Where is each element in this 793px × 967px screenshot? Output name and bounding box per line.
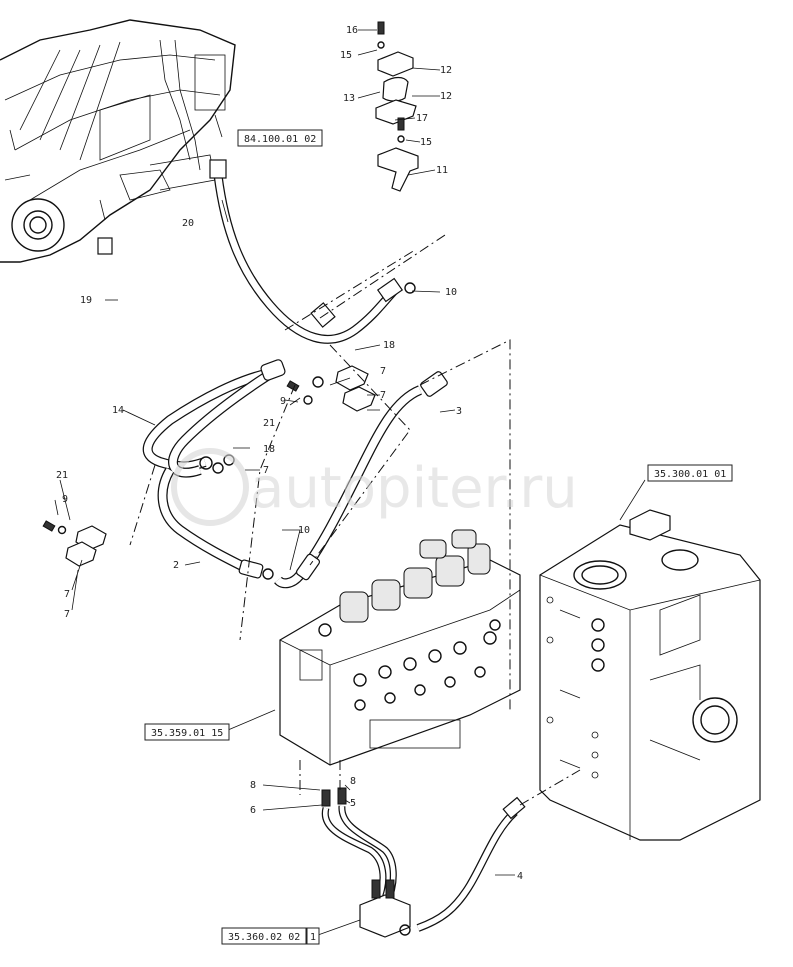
callout-12: 12 (440, 91, 452, 102)
callout-19: 19 (80, 295, 92, 306)
hose-3 (274, 371, 448, 589)
callout-10: 10 (298, 525, 310, 536)
hose-valve-lower (359, 879, 411, 938)
callout-7: 7 (263, 465, 269, 476)
callout-16: 16 (346, 25, 358, 36)
callout-14: 14 (112, 405, 124, 416)
callout-18: 18 (263, 444, 275, 455)
watermark-text: autopiter.ru (250, 456, 578, 521)
callout-11: 11 (436, 165, 448, 176)
callout-4: 4 (517, 871, 523, 882)
ref-label-35-360-suffix: 1 (310, 932, 316, 943)
callout-9: 9 (62, 494, 68, 505)
callout-20: 20 (182, 218, 194, 229)
callout-7: 7 (64, 609, 70, 620)
control-valve (279, 529, 521, 766)
hose-19 (97, 237, 336, 393)
bracket-parts (375, 21, 419, 192)
callout-9: 9 (280, 396, 286, 407)
callout-12: 12 (440, 65, 452, 76)
hose-2 (157, 467, 274, 580)
callout-21: 21 (56, 470, 68, 481)
hose-4 (416, 796, 526, 932)
callout-10: 10 (445, 287, 457, 298)
ref-box-35-359[interactable]: 35.359.01 15 (144, 723, 230, 741)
callout-3: 3 (456, 406, 462, 417)
valve-ports (299, 619, 501, 749)
watermark: autopiter.ru (171, 448, 578, 526)
callout-7: 7 (64, 589, 70, 600)
callout-7: 7 (380, 366, 386, 377)
callout-15: 15 (420, 137, 432, 148)
hose-5-6 (321, 787, 397, 897)
center-lines (129, 234, 581, 806)
ref-box-35-360[interactable]: 35.360.02 02 1 (221, 927, 320, 945)
callout-13: 13 (343, 93, 355, 104)
ref-box-35-300[interactable]: 35.300.01 01 (647, 464, 733, 482)
ref-label-35-300: 35.300.01 01 (654, 469, 726, 480)
loader-arm (0, 19, 236, 263)
ref-label-35-360: 35.360.02 02 (228, 932, 300, 943)
callout-17: 17 (416, 113, 428, 124)
callouts: 16 15 12 13 12 17 15 11 20 10 19 18 7 9 … (56, 25, 523, 882)
callout-15: 15 (340, 50, 352, 61)
ref-box-84[interactable]: 84.100.01 02 (237, 129, 323, 147)
ref-label-35-359: 35.359.01 15 (151, 728, 223, 739)
callout-8: 8 (250, 780, 256, 791)
ref-label-84: 84.100.01 02 (244, 134, 316, 145)
callout-8: 8 (350, 776, 356, 787)
valve-solenoids (339, 529, 491, 623)
hydraulic-tank (539, 509, 761, 841)
callout-21: 21 (263, 418, 275, 429)
leader-lines (54, 29, 646, 936)
callout-7: 7 (380, 390, 386, 401)
callout-6: 6 (250, 805, 256, 816)
flange-clamp-upper (286, 365, 376, 412)
flange-clamp-left (42, 520, 107, 567)
hose-20 (209, 159, 416, 344)
callout-5: 5 (350, 798, 356, 809)
callout-18: 18 (383, 340, 395, 351)
callout-2: 2 (173, 560, 179, 571)
